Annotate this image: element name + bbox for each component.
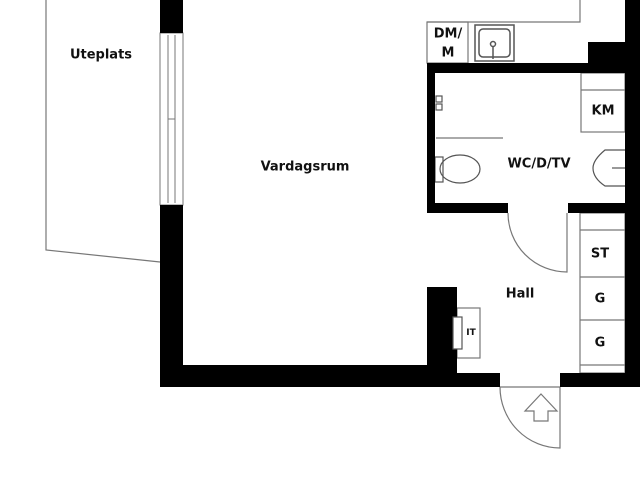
room-label-uteplats: Uteplats [69, 47, 133, 63]
it-panel [452, 316, 463, 350]
room-label-wc: WC/D/TV [507, 156, 571, 172]
bathroom-sink-icon [592, 149, 625, 187]
label-it: IT [466, 328, 476, 338]
kitchen-sink-icon [474, 24, 515, 62]
toilet-icon [434, 154, 481, 184]
window [159, 32, 184, 206]
km-cabinet [580, 72, 626, 133]
entrance-arrow-icon [523, 393, 559, 422]
label-m: M [441, 45, 455, 61]
label-dm: DM/ [433, 26, 463, 42]
label-km: KM [591, 103, 615, 119]
label-g2: G [594, 335, 606, 351]
walls [160, 0, 640, 387]
label-g1: G [594, 291, 606, 307]
room-label-hall: Hall [505, 286, 535, 302]
label-st: ST [590, 246, 610, 262]
shower-head-icon [435, 95, 443, 111]
wc-door-swing [507, 212, 568, 273]
kitchen-counter [427, 0, 581, 23]
entrance-door-swing [499, 386, 561, 449]
terrace-outline [45, 0, 161, 263]
room-label-vardagsrum: Vardagsrum [260, 159, 350, 175]
